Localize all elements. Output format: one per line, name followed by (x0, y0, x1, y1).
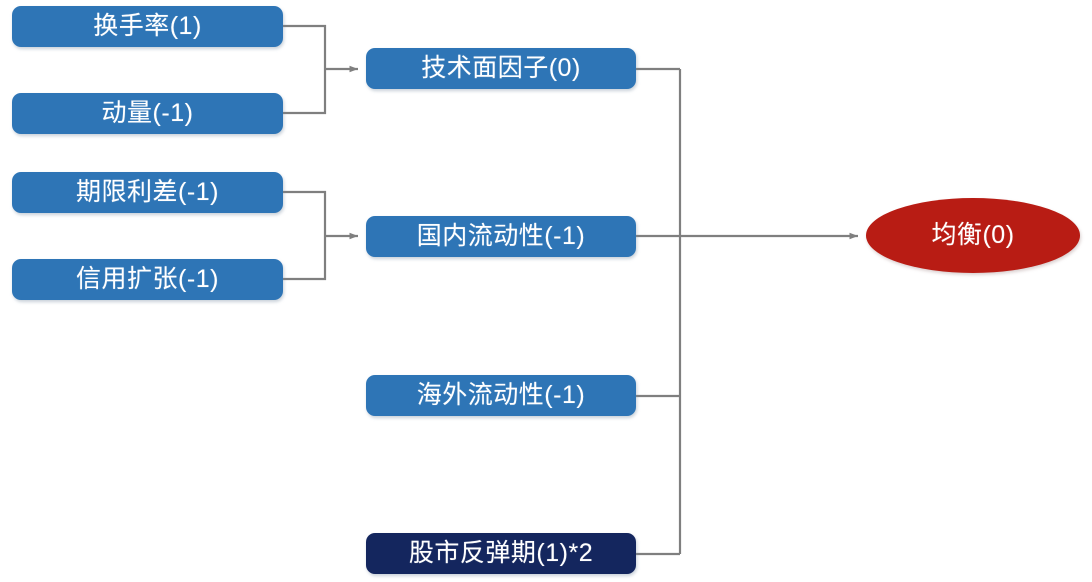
node-term-spread-label: 期限利差(-1) (76, 178, 219, 206)
node-turnover-label: 换手率(1) (93, 12, 202, 40)
node-momentum[interactable]: 动量(-1) (12, 93, 283, 134)
node-technical-factor-label: 技术面因子(0) (421, 54, 581, 82)
node-turnover[interactable]: 换手率(1) (12, 6, 283, 47)
node-credit-expansion-label: 信用扩张(-1) (76, 265, 219, 293)
node-momentum-label: 动量(-1) (101, 99, 194, 127)
node-overseas-liquidity[interactable]: 海外流动性(-1) (366, 375, 636, 416)
node-overseas-liquidity-label: 海外流动性(-1) (416, 381, 586, 409)
node-market-rebound[interactable]: 股市反弹期(1)*2 (366, 533, 636, 574)
node-market-rebound-label: 股市反弹期(1)*2 (408, 539, 594, 567)
edge-momentum-to-technical (283, 69, 327, 115)
node-domestic-liquidity[interactable]: 国内流动性(-1) (366, 216, 636, 257)
node-technical-factor[interactable]: 技术面因子(0) (366, 48, 636, 89)
node-term-spread[interactable]: 期限利差(-1) (12, 172, 283, 213)
edge-credit-expansion-to-domestic (283, 236, 327, 281)
edge-turnover-to-technical (283, 24, 327, 69)
edge-term-spread-to-domestic (283, 190, 327, 236)
node-credit-expansion[interactable]: 信用扩张(-1) (12, 259, 283, 300)
node-equilibrium[interactable]: 均衡(0) (866, 198, 1080, 273)
node-domestic-liquidity-label: 国内流动性(-1) (416, 222, 586, 250)
node-equilibrium-label: 均衡(0) (931, 221, 1015, 249)
